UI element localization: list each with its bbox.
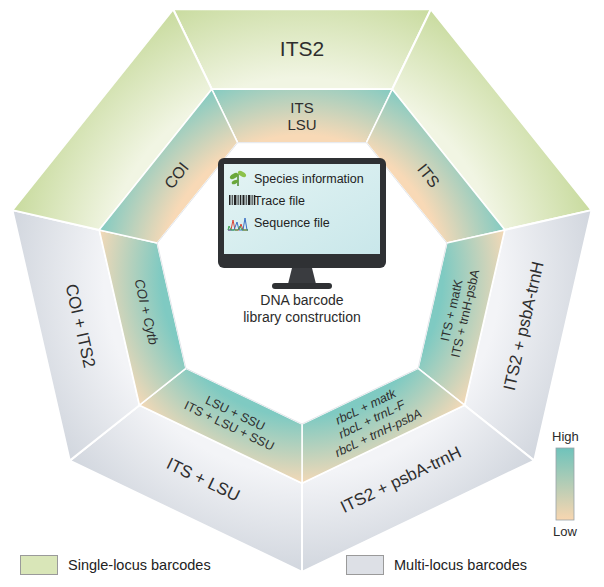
- monitor-neck: [288, 268, 316, 284]
- barcode-name: ITS + LSU: [164, 454, 244, 506]
- screen-item: Trace file: [254, 194, 305, 208]
- barcode-icon: [246, 195, 247, 205]
- monitor-screen: [224, 164, 380, 254]
- resolution-segment-label: ITS + matKITS + trnH-psbA: [434, 265, 482, 359]
- barcode-icon: [248, 195, 251, 205]
- resolution-segment: [212, 89, 392, 142]
- center-area: [157, 143, 447, 424]
- barcode-segment-label: ITS2 + psbA-trnH: [337, 443, 464, 518]
- barcode-icon: [232, 195, 233, 205]
- barcode-name: COI + ITS2: [61, 283, 99, 371]
- plant-icon: [229, 172, 239, 180]
- barcode-name: COI: [160, 159, 192, 193]
- trace-icon: [228, 226, 248, 230]
- barcode-icon: [243, 195, 245, 205]
- plant-icon: [237, 170, 247, 178]
- monitor-caption: DNA barcode library construction: [240, 292, 364, 326]
- barcode-segment-label: ITS2: [280, 37, 324, 61]
- single-locus-segment: [173, 9, 431, 89]
- barcode-name: ITS2 + psbA-trnH: [337, 443, 464, 518]
- monitor-frame: [218, 158, 386, 268]
- trace-icon: [228, 218, 248, 230]
- barcode-name: ITS2 + psbA-trnH: [500, 260, 548, 393]
- resolution-segment-label: COI: [160, 159, 192, 193]
- monitor-base: [272, 283, 332, 289]
- barcode-segment-label: ITS + LSU: [164, 454, 244, 506]
- barcode-icon: [234, 195, 237, 205]
- barcode-name: COI + Cytb: [130, 277, 160, 346]
- plant-icon: [231, 179, 239, 185]
- legend-label: Multi-locus barcodes: [394, 557, 527, 573]
- barcode-segment-label: COI + ITS2: [61, 283, 99, 371]
- barcode-icon: [238, 195, 239, 205]
- legend-label: Single-locus barcodes: [68, 557, 211, 573]
- resolution-segment-label: ITSLSU: [287, 99, 316, 134]
- barcode-icon: [252, 195, 253, 205]
- color-scale-bar: [556, 448, 574, 520]
- barcode-name: LSU: [287, 116, 316, 133]
- resolution-segment-label: rbcL + matkrbcL + trnL-FrbcL + trnH-psbA: [320, 380, 424, 460]
- barcode-icon: [229, 195, 231, 205]
- scale-label: Low: [553, 524, 577, 539]
- screen-item: Species information: [254, 172, 364, 186]
- legend-swatch: [20, 555, 58, 575]
- barcode-name: ITS2: [280, 37, 324, 61]
- legend-swatch: [346, 555, 384, 575]
- barcode-name: ITS: [287, 99, 316, 116]
- scale-label: High: [552, 429, 579, 444]
- screen-item: Sequence file: [254, 216, 330, 230]
- barcode-name: ITS: [413, 161, 443, 192]
- resolution-segment-label: COI + Cytb: [130, 277, 160, 346]
- monitor-illustration: Species informationTrace fileSequence fi…: [212, 154, 392, 344]
- ring-segments: [12, 9, 591, 572]
- barcode-icon: [240, 195, 242, 205]
- resolution-segment-label: ITS: [413, 161, 443, 192]
- barcode-segment-label: ITS2 + psbA-trnH: [500, 260, 548, 393]
- resolution-segment-label: LSU + SSUITS + LSU + SSU: [182, 386, 283, 454]
